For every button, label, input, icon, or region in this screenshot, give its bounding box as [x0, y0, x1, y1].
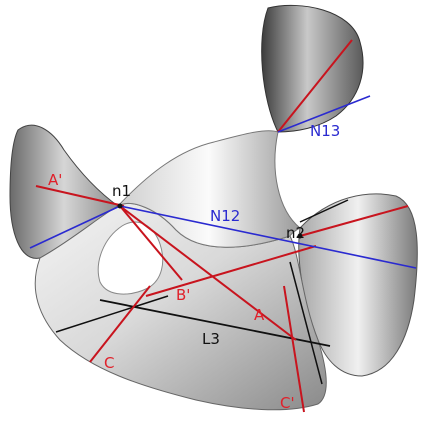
label-a: A	[254, 306, 265, 324]
label-n2: n2	[286, 224, 305, 242]
label-n1: n1	[112, 182, 131, 200]
line-black-left	[55, 295, 169, 333]
line-n12	[29, 205, 121, 249]
node-n1	[117, 203, 123, 209]
label-n13: N13	[310, 122, 340, 140]
label-c: C	[104, 354, 114, 372]
line-a	[119, 205, 297, 341]
label-l3: L3	[202, 330, 220, 348]
line-c-prime	[283, 285, 305, 413]
line-black-top	[299, 199, 349, 223]
line-c	[89, 285, 151, 363]
label-c-prime: C'	[280, 394, 295, 412]
line-n13	[277, 95, 371, 133]
line-black-right-a	[289, 261, 323, 385]
surface-hole	[97, 221, 164, 295]
top-lobe	[261, 4, 364, 133]
label-n12: N12	[210, 207, 240, 225]
line-red-right	[299, 205, 409, 237]
label-b-prime: B'	[176, 286, 190, 304]
dome-surface	[117, 130, 301, 248]
node-n2	[297, 233, 303, 239]
line-red-top	[277, 39, 353, 133]
line-b-prime	[145, 245, 317, 297]
line-red-n1-down	[119, 205, 183, 281]
line-a-prime	[35, 185, 125, 207]
line-n12-main	[119, 205, 417, 269]
label-a-prime: A'	[48, 171, 62, 189]
